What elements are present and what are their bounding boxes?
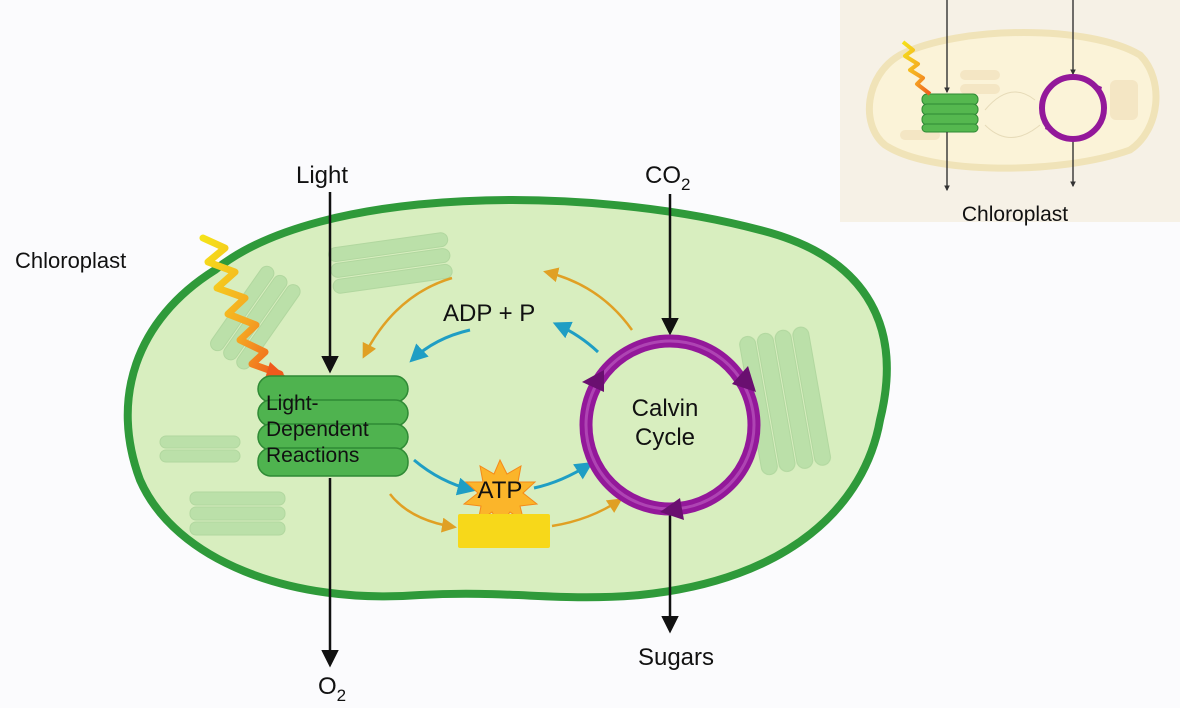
inset-calvin-ring xyxy=(1039,74,1107,142)
inset-calvin-arrowhead xyxy=(1045,122,1052,132)
calvin-arrowhead xyxy=(660,498,684,520)
adp-label: ADP + P xyxy=(443,300,535,327)
blue-arrow-adp-to-thylakoid xyxy=(409,328,471,363)
blue-arrow-calvin-to-adp xyxy=(552,321,600,354)
co2-label: CO2 xyxy=(645,162,690,194)
orange-arrow-top-right xyxy=(543,267,634,331)
calvin-label-line1: Calvin xyxy=(632,395,699,422)
inset-panel: Chloroplast xyxy=(840,0,1180,226)
thylakoid-stack xyxy=(257,375,409,477)
inset-faded-arrows xyxy=(984,91,1041,138)
inset-thylakoid-stack xyxy=(921,93,979,133)
orange-arrow-bottom-right xyxy=(551,498,623,528)
light-label: Light xyxy=(296,162,348,189)
inset-calvin-arrowhead xyxy=(1095,84,1102,94)
light-dependent-label-line1: Light- xyxy=(266,392,319,415)
blue-arrow-thylakoid-to-atp xyxy=(413,458,476,496)
faded-thylakoids xyxy=(159,232,831,536)
orange-arrow-bottom-left xyxy=(389,493,457,533)
orange-arrow-top-left xyxy=(362,276,453,359)
calvin-cycle-ring xyxy=(579,334,761,520)
calvin-arrowhead xyxy=(582,370,604,392)
sugars-label: Sugars xyxy=(638,644,714,671)
blue-arrow-atp-to-calvin xyxy=(533,462,594,490)
o2-label: O2 xyxy=(318,673,346,705)
calvin-label-line2: Cycle xyxy=(635,424,695,451)
chloroplast-label: Chloroplast xyxy=(15,248,126,273)
light-dependent-label-line2: Dependent xyxy=(266,418,369,441)
light-dependent-label-line3: Reactions xyxy=(266,444,359,467)
sunlight-icon xyxy=(199,234,284,378)
calvin-arrowhead xyxy=(732,366,756,392)
nadph-box xyxy=(458,514,550,548)
inset-caption: Chloroplast xyxy=(962,203,1068,226)
inset-sunlight-icon xyxy=(901,40,932,96)
inset-faded-thylakoids xyxy=(900,70,1138,140)
atp-label: ATP xyxy=(478,477,523,504)
